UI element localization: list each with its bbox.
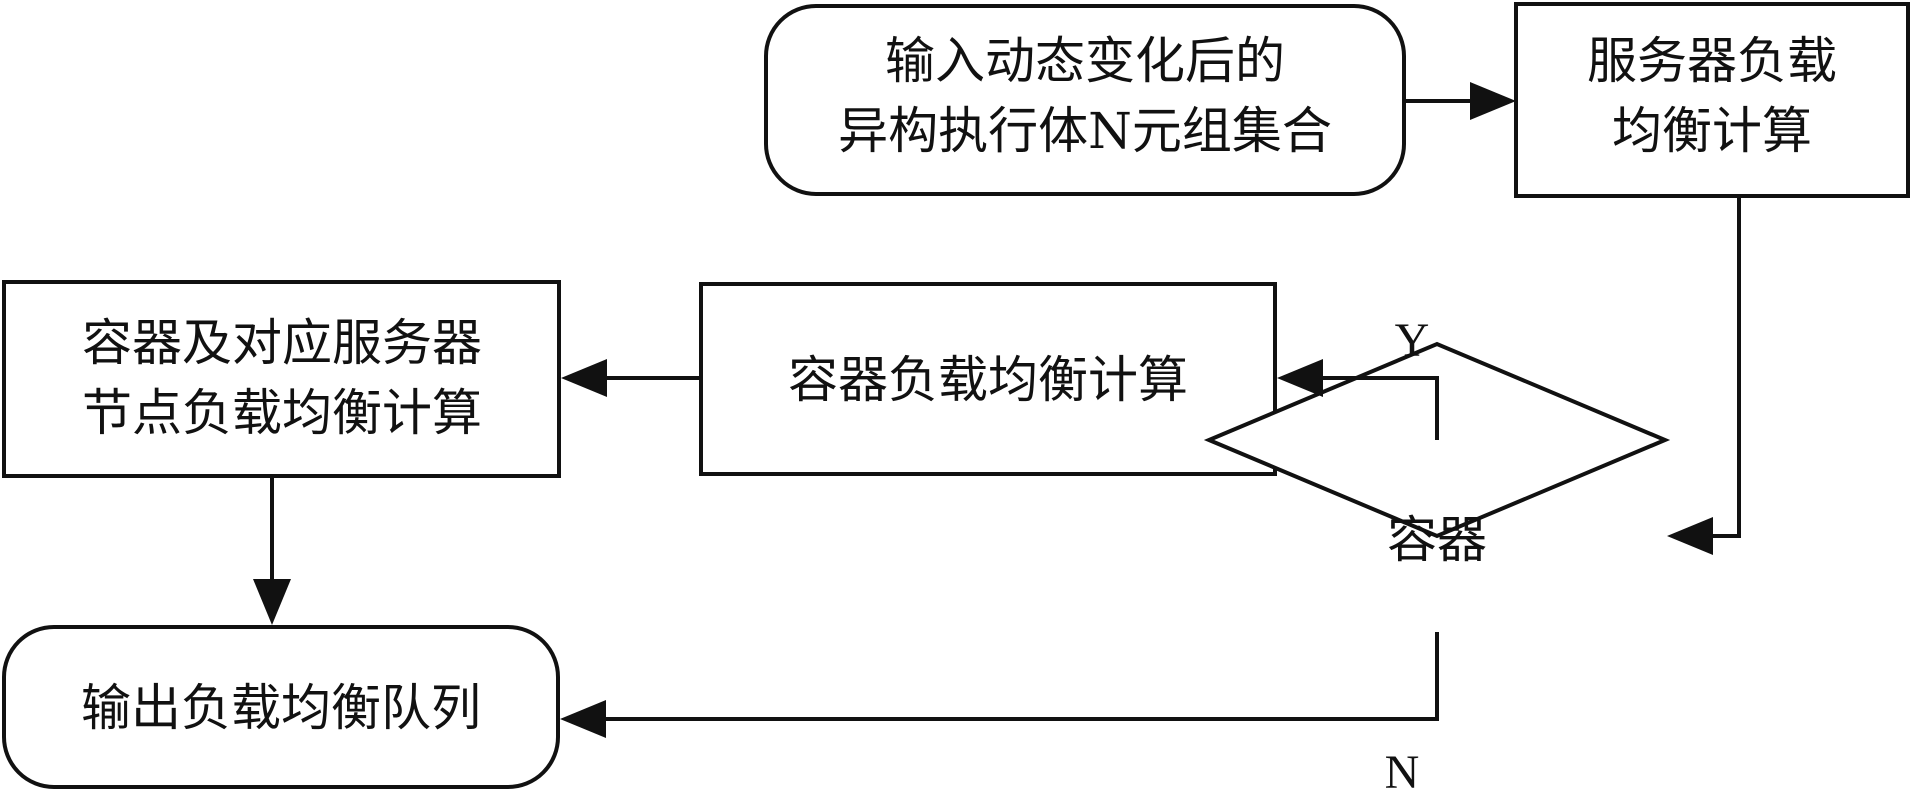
output-queue-label: 输出负载均衡队列 (81, 679, 481, 737)
arrowhead-left-icon (560, 700, 606, 738)
edge-container-to-server-node (561, 359, 701, 397)
server-calc-line1: 服务器负载 (1587, 32, 1837, 90)
arrowhead-left-icon (561, 359, 607, 397)
input-set-node: 输入动态变化后的 异构执行体N元组集合 (764, 4, 1406, 196)
arrowhead-right-icon (1470, 82, 1516, 120)
container-calc-shape (699, 282, 1277, 476)
container-server-calc-line1: 容器及对应服务器 (82, 314, 482, 372)
container-server-calc-node: 容器及对应服务器 节点负载均衡计算 (2, 280, 561, 478)
edge-input-to-server (1404, 82, 1516, 120)
edge-label-yes: Y (1395, 314, 1430, 367)
output-queue-shape (2, 625, 560, 789)
container-server-calc-shape (2, 280, 561, 478)
input-set-line1: 输入动态变化后的 (885, 32, 1285, 90)
container-decision-label: 容器 (1387, 511, 1487, 569)
arrowhead-down-icon (253, 579, 291, 625)
input-set-line2: 异构执行体N元组集合 (838, 102, 1332, 160)
edge-decision-no: N (560, 632, 1439, 799)
server-calc-line2: 均衡计算 (1612, 102, 1812, 160)
container-calc-node: 容器负载均衡计算 (699, 282, 1277, 476)
edge-server-to-decision (1667, 196, 1741, 555)
container-calc-label: 容器负载均衡计算 (788, 351, 1188, 409)
container-server-calc-line2: 节点负载均衡计算 (82, 384, 482, 442)
arrowhead-left-icon (1667, 517, 1713, 555)
edge-decision-yes: Y (1277, 314, 1439, 440)
server-calc-shape (1514, 2, 1910, 198)
edge-server-node-to-output (253, 476, 291, 625)
edge-label-no: N (1385, 746, 1420, 799)
output-queue-node: 输出负载均衡队列 (2, 625, 560, 789)
arrowhead-left-icon (1277, 359, 1323, 397)
server-calc-node: 服务器负载 均衡计算 (1514, 2, 1910, 198)
